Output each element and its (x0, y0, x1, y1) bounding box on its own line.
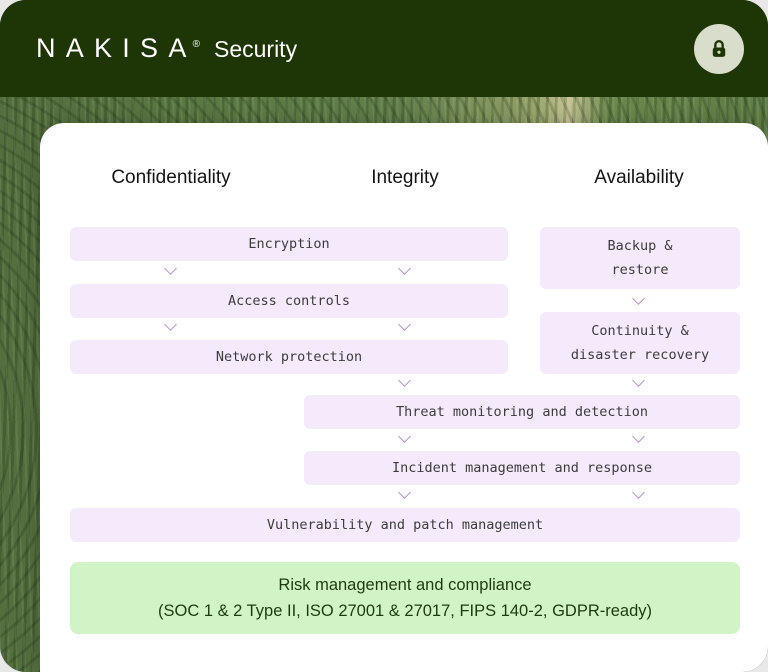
box-network-protection: Network protection (70, 340, 508, 374)
box-incident-management: Incident management and response (304, 451, 740, 485)
compliance-details: (SOC 1 & 2 Type II, ISO 27001 & 27017, F… (157, 602, 653, 620)
compliance-box: Risk management and compliance (SOC 1 & … (70, 562, 740, 634)
security-diagram-card: Confidentiality Integrity Availability E… (40, 123, 768, 672)
chevron-down-icon (632, 293, 646, 307)
registered-mark: ® (192, 39, 200, 50)
chevron-down-icon (164, 263, 178, 277)
product-name: Security (213, 36, 298, 62)
chevron-down-icon (398, 431, 412, 445)
column-header-integrity: Integrity (371, 167, 439, 188)
brand-name: NAKISA (36, 33, 197, 63)
box-access-controls: Access controls (70, 284, 508, 318)
column-header-confidentiality: Confidentiality (111, 167, 231, 188)
chevron-down-icon (632, 431, 646, 445)
chevron-down-icon (164, 319, 178, 333)
lock-badge (694, 23, 744, 74)
chevron-down-icon (632, 375, 646, 389)
chevron-down-icon (398, 263, 412, 277)
chevron-down-icon (632, 487, 646, 501)
box-encryption: Encryption (70, 227, 508, 261)
box-vulnerability-patch: Vulnerability and patch management (70, 508, 740, 542)
box-continuity-disaster-recovery: Continuity & disaster recovery (540, 312, 740, 374)
header: NAKISA® Security (0, 0, 768, 97)
lock-icon (712, 39, 726, 57)
chevron-down-icon (398, 487, 412, 501)
box-threat-monitoring: Threat monitoring and detection (304, 395, 740, 429)
chevron-down-icon (398, 319, 412, 333)
brand-logo: NAKISA® Security (36, 33, 297, 64)
compliance-title: Risk management and compliance (278, 576, 532, 594)
column-header-availability: Availability (594, 167, 684, 188)
chevron-down-icon (398, 375, 412, 389)
box-backup-restore: Backup & restore (540, 227, 740, 289)
